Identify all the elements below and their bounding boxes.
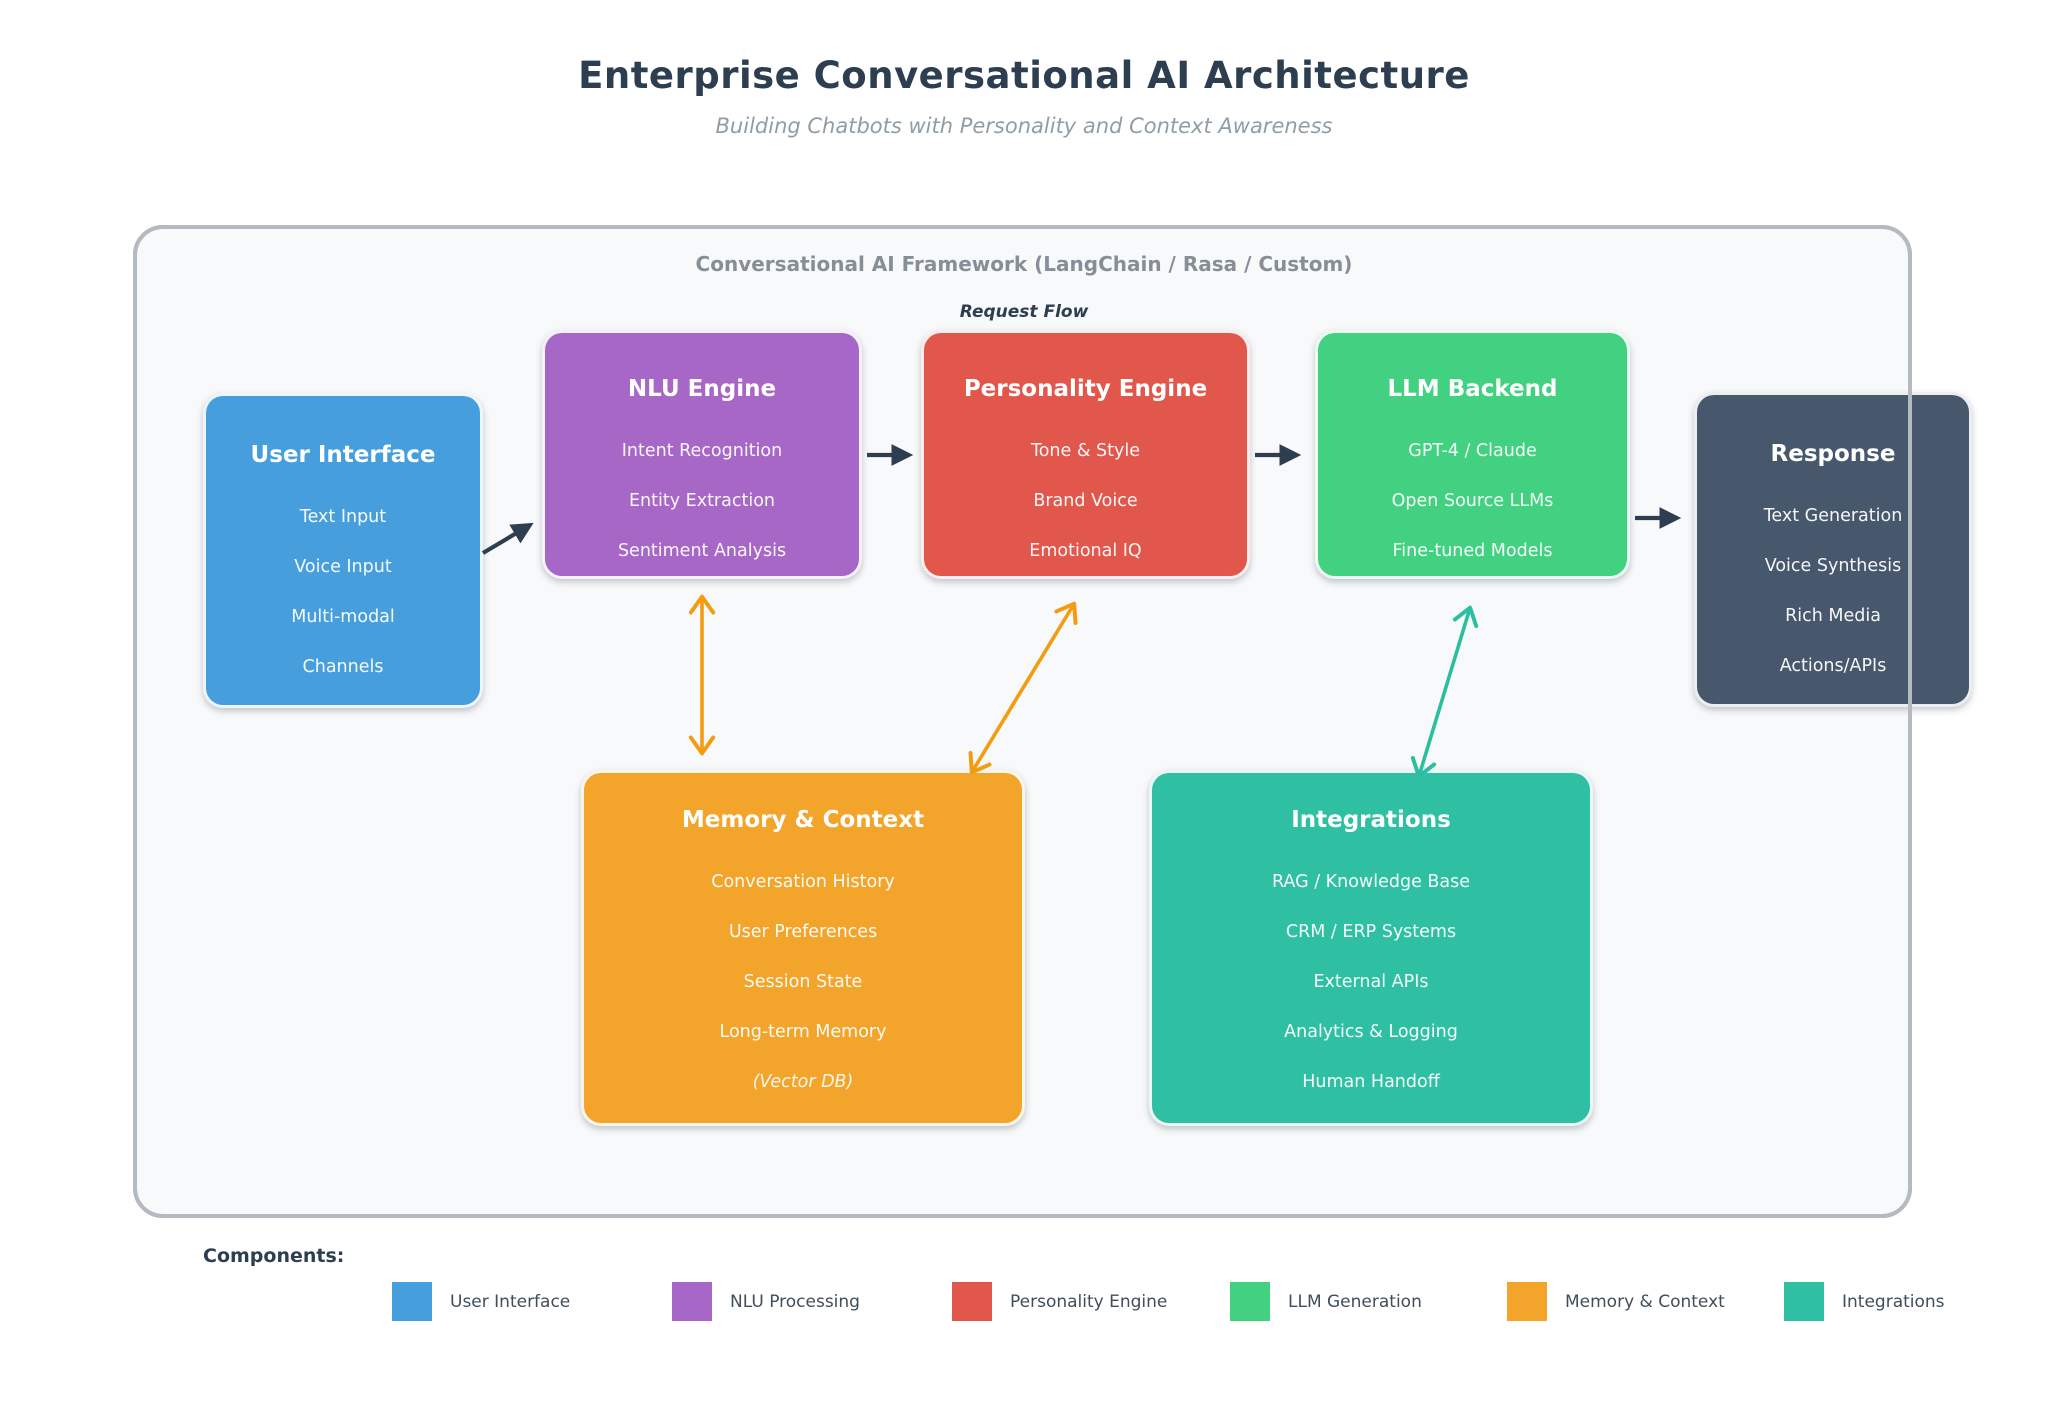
legend-label: NLU Processing [730, 1291, 860, 1312]
box-item: Tone & Style [1030, 441, 1140, 461]
user-interface-box: User Interface Text Input Voice Input Mu… [203, 393, 483, 708]
page-title: Enterprise Conversational AI Architectur… [578, 54, 1470, 97]
box-item: Multi-modal [291, 607, 395, 627]
box-item: Session State [743, 972, 863, 992]
box-title: Response [1770, 441, 1896, 467]
box-item: Analytics & Logging [1284, 1022, 1458, 1042]
box-item: Voice Input [294, 557, 392, 577]
legend-swatch-user-interface [392, 1282, 432, 1321]
legend-swatch-llm-generation [1230, 1282, 1270, 1321]
legend-swatch-personality-engine [952, 1282, 992, 1321]
box-item-list: Text Input Voice Input Multi-modal Chann… [206, 492, 480, 692]
box-item: Text Generation [1763, 506, 1903, 526]
legend-item: User Interface [392, 1282, 570, 1321]
legend-swatch-integrations [1784, 1282, 1824, 1321]
box-item: Brand Voice [1033, 491, 1138, 511]
legend-item: Personality Engine [952, 1282, 1167, 1321]
box-title: Integrations [1291, 807, 1451, 833]
box-item: Intent Recognition [621, 441, 783, 461]
box-item: Rich Media [1785, 606, 1881, 626]
legend-label: User Interface [450, 1291, 571, 1312]
box-item: Human Handoff [1302, 1072, 1440, 1092]
box-item: Fine-tuned Models [1392, 541, 1553, 561]
llm-backend-box: LLM Backend GPT-4 / Claude Open Source L… [1315, 330, 1630, 579]
legend-item: Memory & Context [1507, 1282, 1725, 1321]
box-item: RAG / Knowledge Base [1271, 872, 1471, 892]
box-item-list: GPT-4 / Claude Open Source LLMs Fine-tun… [1318, 426, 1627, 576]
legend-item: LLM Generation [1230, 1282, 1422, 1321]
box-item: Long-term Memory [719, 1022, 887, 1042]
box-title: NLU Engine [627, 376, 777, 402]
legend-label: LLM Generation [1288, 1291, 1422, 1312]
response-box: Response Text Generation Voice Synthesis… [1694, 392, 1972, 707]
memory-context-box: Memory & Context Conversation History Us… [581, 770, 1025, 1126]
box-item: Text Input [299, 507, 387, 527]
legend-heading: Components: [203, 1245, 345, 1267]
box-item: Voice Synthesis [1764, 556, 1902, 576]
box-item: Entity Extraction [629, 491, 775, 511]
box-item: Actions/APIs [1779, 656, 1887, 676]
personality-engine-box: Personality Engine Tone & Style Brand Vo… [921, 330, 1250, 579]
box-item: Sentiment Analysis [617, 541, 787, 561]
nlu-engine-box: NLU Engine Intent Recognition Entity Ext… [542, 330, 862, 579]
box-title: Memory & Context [681, 807, 925, 833]
box-item-list: Tone & Style Brand Voice Emotional IQ [924, 426, 1247, 576]
box-item: External APIs [1313, 972, 1429, 992]
page-subtitle: Building Chatbots with Personality and C… [715, 114, 1333, 138]
legend-item: NLU Processing [672, 1282, 860, 1321]
box-item-list: RAG / Knowledge Base CRM / ERP Systems E… [1152, 857, 1590, 1107]
legend-swatch-memory-context [1507, 1282, 1547, 1321]
box-title: LLM Backend [1387, 376, 1558, 402]
legend-swatch-nlu-processing [672, 1282, 712, 1321]
box-title: Personality Engine [963, 376, 1208, 402]
box-item-list: Intent Recognition Entity Extraction Sen… [545, 426, 859, 576]
integrations-box: Integrations RAG / Knowledge Base CRM / … [1149, 770, 1593, 1126]
box-item: Conversation History [711, 872, 895, 892]
legend-item: Integrations [1784, 1282, 1945, 1321]
legend-label: Personality Engine [1010, 1291, 1168, 1312]
box-item-list: Conversation History User Preferences Se… [584, 857, 1022, 1107]
framework-label: Conversational AI Framework (LangChain /… [695, 252, 1353, 276]
box-item: CRM / ERP Systems [1285, 922, 1457, 942]
box-item: User Preferences [728, 922, 878, 942]
box-title: User Interface [250, 442, 436, 468]
box-item: Open Source LLMs [1391, 491, 1554, 511]
box-item: Channels [302, 657, 384, 677]
box-item: Emotional IQ [1029, 541, 1142, 561]
legend-label: Memory & Context [1565, 1291, 1725, 1312]
legend-label: Integrations [1842, 1291, 1945, 1312]
box-item-list: Text Generation Voice Synthesis Rich Med… [1697, 491, 1969, 691]
request-flow-label: Request Flow [959, 302, 1089, 322]
box-item: GPT-4 / Claude [1408, 441, 1537, 461]
box-item: (Vector DB) [752, 1072, 854, 1092]
